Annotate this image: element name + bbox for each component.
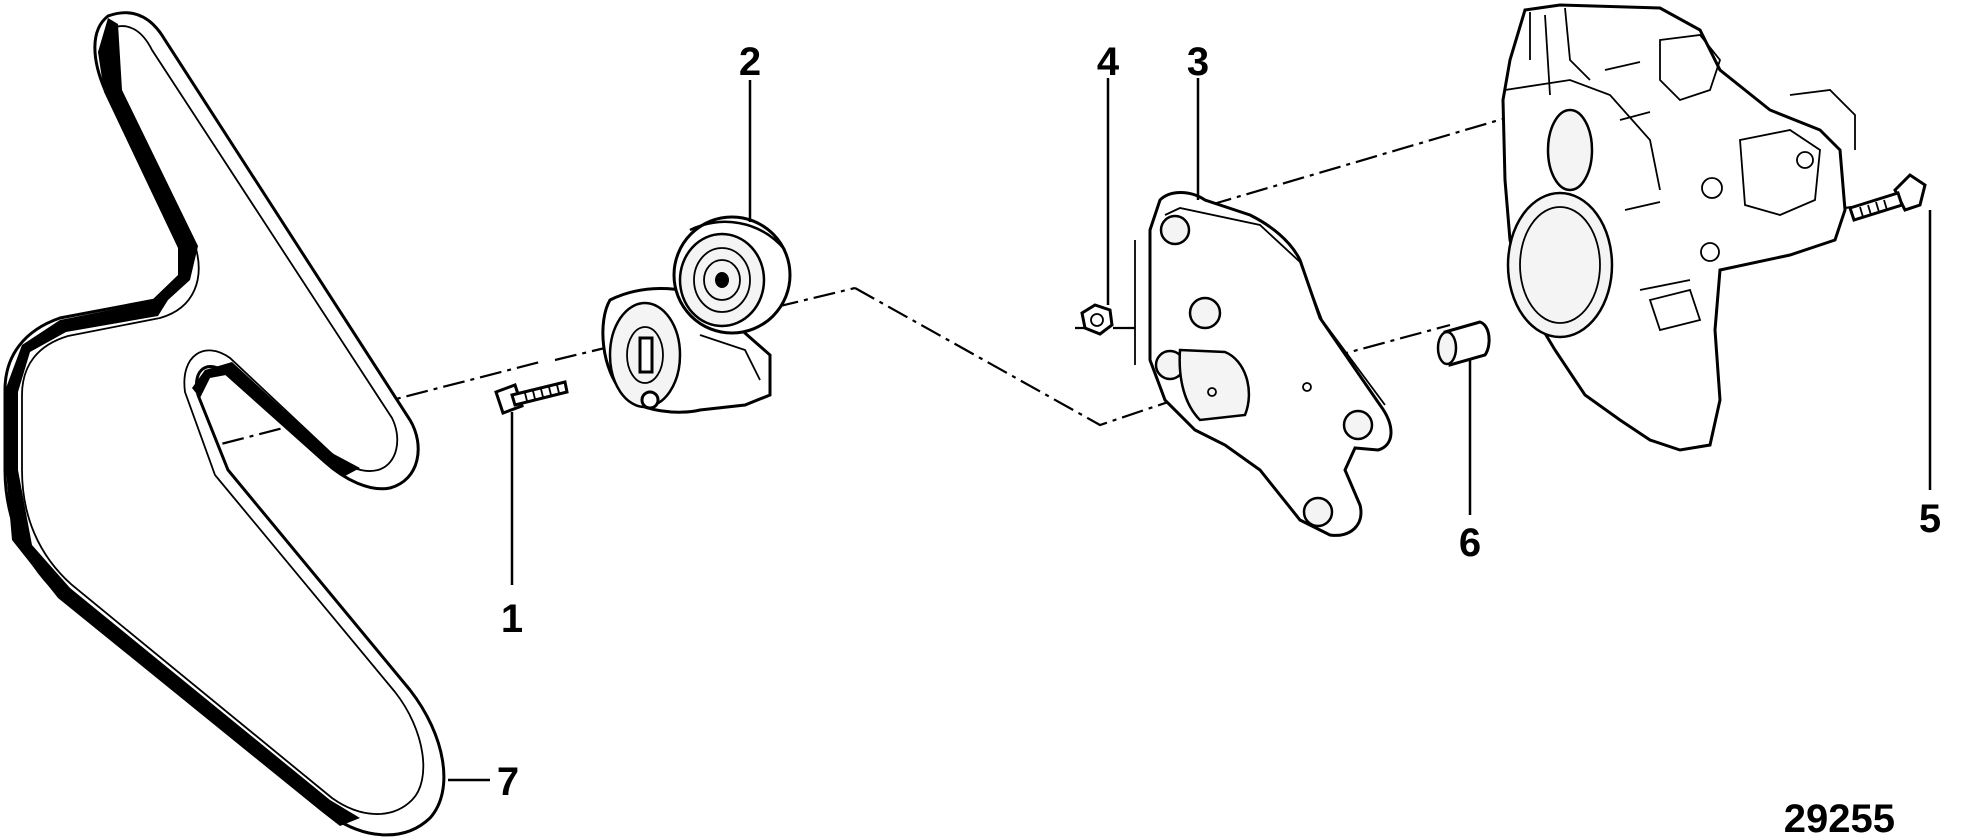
bracket-part-3 (1134, 191, 1393, 537)
spacer-part-6 (1436, 320, 1491, 367)
callout-4: 4 (1097, 40, 1120, 84)
drive-belt (3, 11, 446, 837)
figure-id: 29255 (1784, 797, 1895, 838)
callout-7: 7 (497, 760, 519, 804)
callout-1: 1 (501, 597, 523, 641)
callout-5: 5 (1919, 497, 1941, 541)
callout-6: 6 (1459, 521, 1481, 565)
callout-2: 2 (739, 40, 761, 84)
bolt-part-1 (494, 380, 569, 415)
callout-labels: 1 2 3 4 5 6 7 (497, 40, 1941, 804)
belt-tensioner-part-2 (601, 215, 792, 414)
nut-part-4 (1080, 303, 1114, 336)
leader-lines (448, 78, 1932, 782)
engine-front-cover (1501, 3, 1856, 452)
callout-3: 3 (1187, 40, 1209, 84)
bolt-part-5 (1848, 173, 1927, 222)
